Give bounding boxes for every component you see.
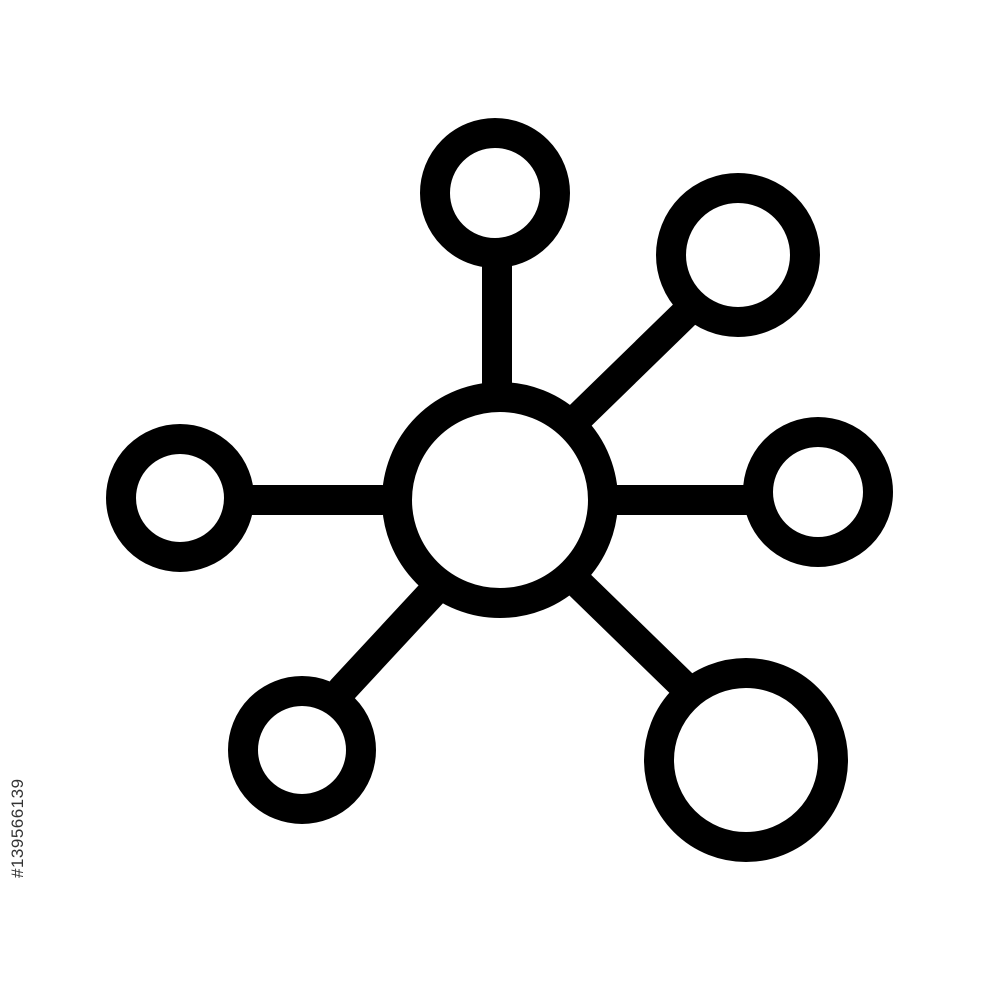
- node-bottom-left: [228, 676, 376, 824]
- node-top-right: [656, 173, 820, 337]
- node-right: [743, 417, 893, 567]
- spoke-top-right: [563, 291, 708, 433]
- hub-node: [382, 382, 618, 618]
- spoke-bottom-right: [563, 568, 703, 705]
- stock-id-label: #139566139: [8, 778, 27, 878]
- spoke-bottom-left: [327, 578, 447, 705]
- node-bottom-right: [644, 658, 848, 862]
- node-top: [420, 118, 570, 268]
- node-left: [106, 424, 254, 572]
